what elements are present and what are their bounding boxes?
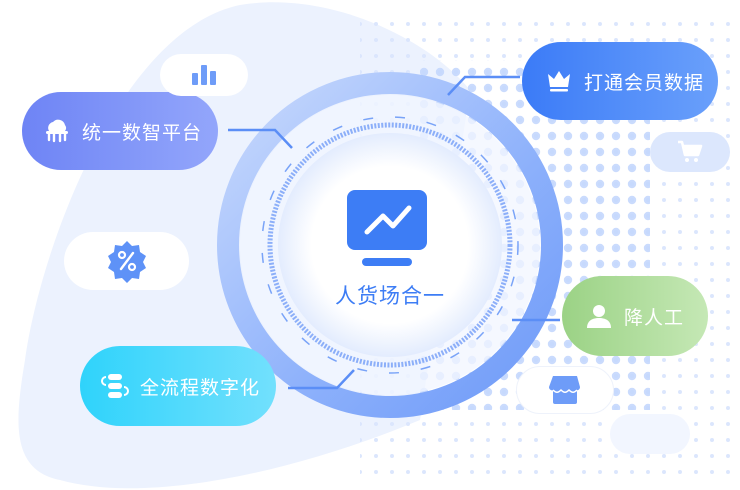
cloud-server-icon	[42, 116, 72, 146]
store-icon	[549, 376, 580, 404]
monitor-trend-icon	[347, 190, 427, 266]
process-flow-icon	[100, 371, 130, 401]
node-label: 打通会员数据	[584, 71, 705, 94]
shopping-cart-icon	[678, 140, 703, 162]
bar-chart-icon	[192, 65, 216, 85]
node-reduce-labor[interactable]: 降人工	[562, 276, 708, 356]
node-label: 全流程数字化	[140, 376, 261, 399]
center-label: 人货场合一	[335, 284, 445, 308]
node-unified-platform[interactable]: 统一数智平台	[22, 92, 218, 170]
node-label: 降人工	[624, 306, 685, 329]
node-member-data[interactable]: 打通会员数据	[522, 42, 718, 120]
center-hub	[345, 190, 435, 270]
chip-discount	[64, 232, 189, 290]
chip-cart	[650, 132, 730, 172]
chip-blank	[610, 414, 690, 454]
node-full-digital[interactable]: 全流程数字化	[80, 346, 276, 426]
crown-icon	[544, 66, 574, 96]
user-icon	[584, 301, 614, 331]
node-label: 统一数智平台	[82, 121, 203, 144]
discount-badge-icon	[107, 241, 146, 283]
chip-bar-chart	[160, 54, 248, 96]
chip-store	[516, 366, 614, 414]
